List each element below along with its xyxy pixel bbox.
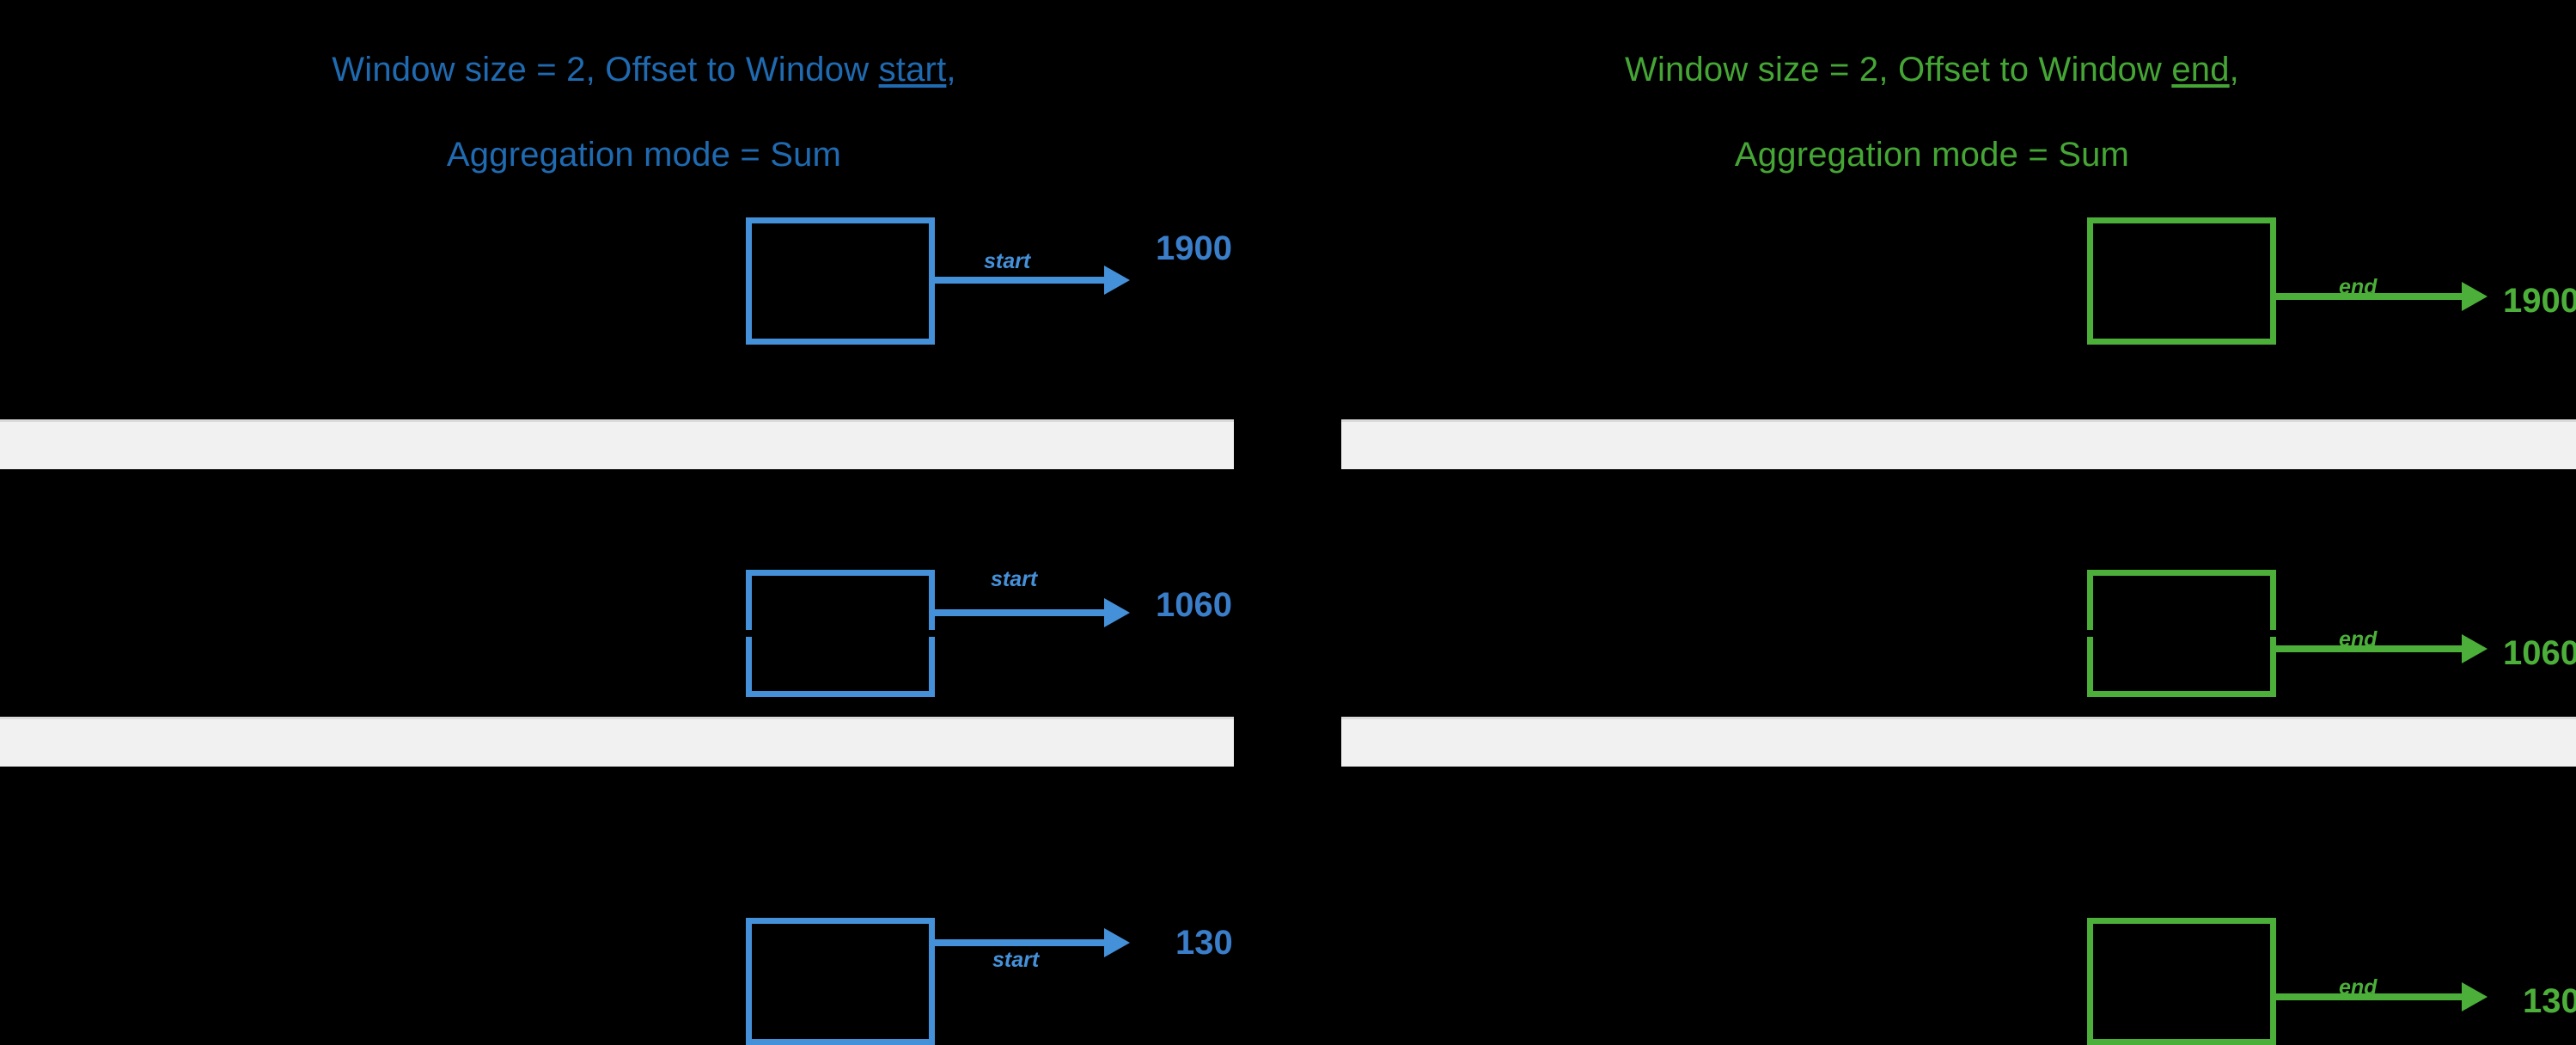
arrow-head-right-1 — [2462, 282, 2487, 311]
arrow-line-right-1 — [2273, 293, 2462, 300]
arrow-head-left-1 — [1104, 266, 1130, 295]
arrow-head-right-2 — [2462, 634, 2487, 663]
right-title-line-1-text: Window size = 2, Offset to Window — [1625, 51, 2172, 89]
window-box-left-2-split-left — [744, 630, 754, 637]
window-box-left-2-split-right — [928, 630, 937, 637]
result-value-left-1: 1900 — [1156, 229, 1232, 267]
arrow-label-right-1: end — [2339, 275, 2378, 299]
arrow-head-right-3 — [2462, 982, 2487, 1011]
window-box-right-3 — [2087, 918, 2276, 1045]
right-title-line-2: Aggregation mode = Sum — [1734, 135, 2130, 174]
left-panel-title: Window size = 2, Offset to Window start,… — [0, 7, 1288, 218]
arrow-head-left-3 — [1104, 928, 1130, 957]
separator-band-right-2 — [1341, 717, 2576, 767]
arrow-label-left-3: start — [992, 948, 1040, 972]
window-box-left-1 — [746, 217, 935, 345]
window-box-right-1 — [2087, 217, 2276, 345]
window-box-left-3 — [746, 918, 935, 1045]
left-title-line-2: Aggregation mode = Sum — [446, 135, 842, 174]
result-value-right-3: 130 — [2523, 982, 2576, 1020]
left-title-keyword: start — [878, 51, 947, 89]
right-panel-title: Window size = 2, Offset to Window end, A… — [1288, 7, 2576, 218]
left-title-line-1-text: Window size = 2, Offset to Window — [332, 51, 879, 89]
arrow-line-left-3 — [932, 939, 1104, 946]
result-value-right-2: 1060 — [2503, 634, 2576, 672]
window-box-right-2-split-right — [2269, 630, 2279, 637]
right-title-line-1: Window size = 2, Offset to Window end, — [1288, 49, 2576, 91]
arrow-label-right-3: end — [2339, 975, 2378, 999]
result-value-left-3: 130 — [1175, 924, 1233, 962]
separator-band-left-1 — [0, 419, 1234, 469]
right-title-line-1-suffix: , — [2229, 51, 2239, 89]
separator-band-left-2 — [0, 717, 1234, 767]
arrow-label-left-2: start — [991, 567, 1038, 591]
arrow-label-left-1: start — [984, 249, 1031, 273]
arrow-line-left-2 — [932, 609, 1104, 616]
arrow-line-left-1 — [932, 277, 1104, 284]
arrow-head-left-2 — [1104, 598, 1130, 627]
arrow-line-right-3 — [2273, 993, 2462, 1000]
left-title-line-1: Window size = 2, Offset to Window start, — [0, 49, 1288, 91]
window-box-right-2 — [2087, 570, 2276, 697]
right-title-keyword: end — [2171, 51, 2230, 89]
left-title-line-1-suffix: , — [946, 51, 956, 89]
window-box-right-2-split-left — [2085, 630, 2095, 637]
arrow-line-right-2 — [2273, 645, 2462, 652]
arrow-label-right-2: end — [2339, 627, 2378, 651]
result-value-right-1: 1900 — [2503, 282, 2576, 320]
window-box-left-2 — [746, 570, 935, 697]
result-value-left-2: 1060 — [1156, 586, 1232, 624]
separator-band-right-1 — [1341, 419, 2576, 469]
